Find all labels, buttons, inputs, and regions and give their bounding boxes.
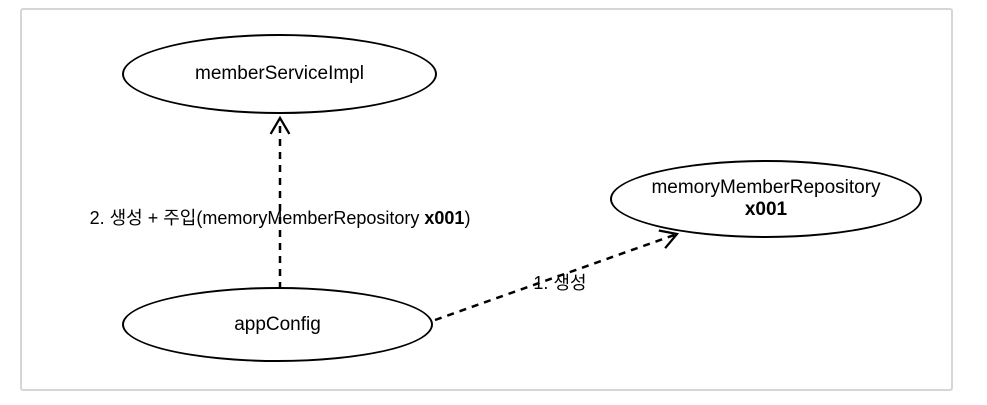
node-sublabel: x001 [744,199,788,220]
node-memory-member-repository: memoryMemberRepository x001 [610,160,922,238]
diagram-frame: memberServiceImpl memoryMemberRepository… [20,8,953,391]
node-label: appConfig [234,313,321,335]
edge-label-bold-text: x001 [424,208,465,228]
edge-label-text: 1. 생성 [533,273,587,293]
edge-create-line [434,229,680,322]
node-app-config: appConfig [122,287,433,362]
node-label: memoryMemberRepository [651,177,881,199]
node-label: memberServiceImpl [195,63,364,85]
edge-label-text: ) [464,208,471,228]
diagram-edges [269,115,680,322]
edge-label-text: 2. 생성 + 주입(memoryMemberRepository [89,208,425,228]
edge-label-create: 1. 생성 [520,269,600,295]
edge-label-create-inject: 2. 생성 + 주입(memoryMemberRepository x001) [48,204,512,230]
node-member-service-impl: memberServiceImpl [122,34,437,114]
